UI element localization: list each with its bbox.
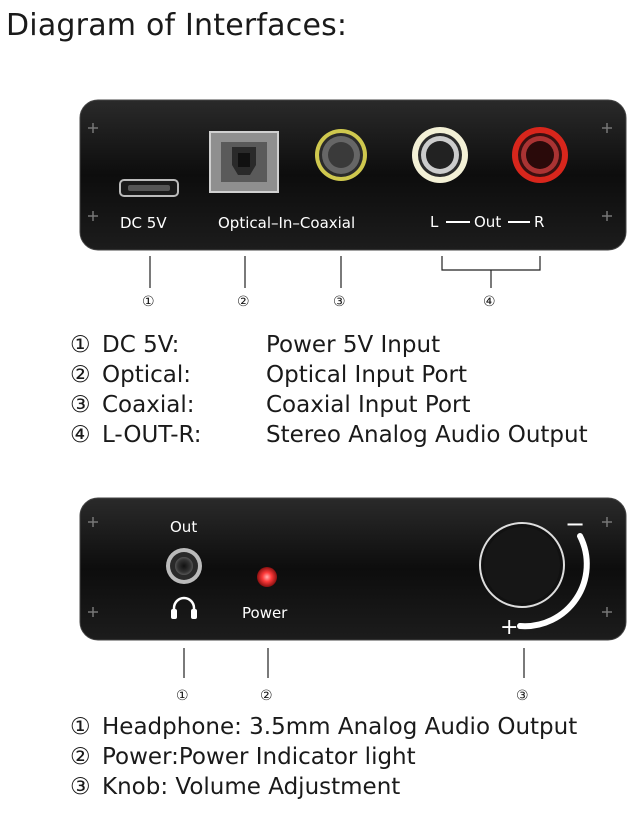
coaxial-port — [315, 129, 367, 181]
rear-panel: DC 5V Optical–In–Coaxial — [79, 99, 627, 251]
top-callout-1: ① — [142, 294, 155, 310]
page-title: Diagram of Interfaces: — [6, 8, 348, 43]
volume-plus-label: + — [500, 615, 518, 640]
out-jack-label: Out — [170, 518, 197, 536]
top-callout-3: ③ — [333, 294, 346, 310]
volume-minus-label: − — [565, 510, 585, 538]
bottom-callout-3: ③ — [516, 688, 529, 704]
r-label: R — [534, 213, 544, 231]
top-leader-lines — [149, 256, 541, 288]
rca-left-port — [412, 127, 468, 183]
screw-icon — [88, 517, 612, 617]
volume-arc — [517, 533, 590, 630]
headphone-jack — [166, 548, 202, 584]
l-label: L — [430, 213, 439, 231]
headphone-icon — [171, 596, 197, 619]
optical-in-coaxial-label: Optical–In–Coaxial — [218, 214, 355, 232]
dc-5v-port — [119, 179, 179, 197]
out-label: Out — [474, 213, 501, 231]
optical-port — [209, 131, 279, 193]
screw-icon — [88, 123, 612, 221]
rca-right-port — [512, 127, 568, 183]
top-callout-4: ④ — [483, 294, 496, 310]
bottom-leader-lines — [183, 648, 525, 678]
top-callout-2: ② — [237, 294, 250, 310]
bottom-callout-1: ① — [176, 688, 189, 704]
power-label: Power — [242, 604, 288, 622]
volume-knob — [479, 522, 565, 608]
power-led — [257, 567, 277, 587]
bottom-callout-2: ② — [260, 688, 273, 704]
front-panel: Out Power − + — [79, 497, 627, 641]
dc-5v-label: DC 5V — [120, 214, 167, 232]
